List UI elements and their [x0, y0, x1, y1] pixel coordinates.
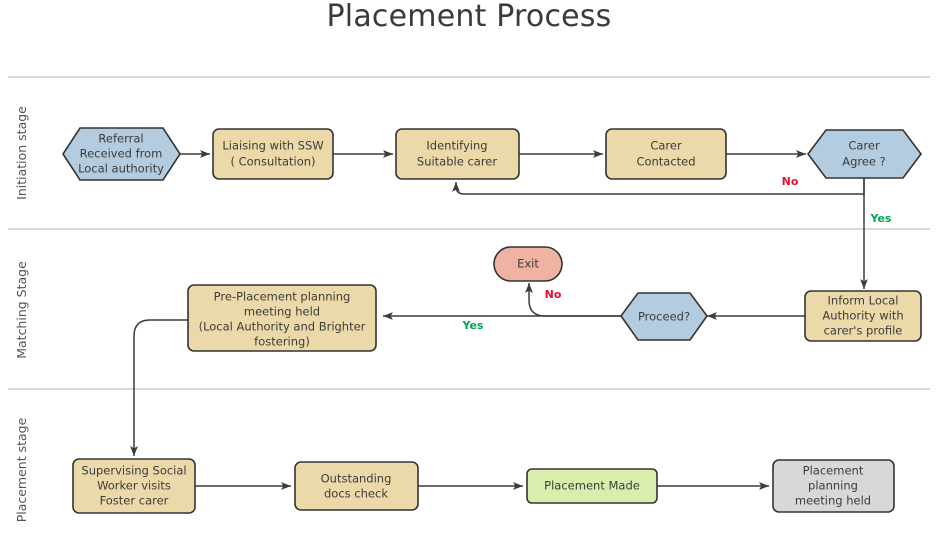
node-referral-line-2: Received from	[80, 147, 163, 161]
node-ssw-visit-line-1: Supervising Social	[81, 464, 186, 478]
node-docs-check-line-2: docs check	[324, 487, 388, 501]
lane-label-initiation: Initiation stage	[14, 106, 29, 200]
node-liaising-line-1: Liaising with SSW	[222, 139, 323, 153]
node-planning-meeting-line-1: Placement	[803, 464, 864, 478]
lane-label-matching: Matching Stage	[14, 261, 29, 359]
node-carer-contacted-line-1: Carer	[650, 139, 682, 153]
node-ssw-visit-line-2: Worker visits	[97, 479, 171, 493]
node-pre-placement-line-4: fostering)	[254, 335, 310, 349]
edge-proceed-yes-to-preplace: Yes	[382, 312, 621, 332]
node-placement-made-label: Placement Made	[544, 479, 640, 493]
node-ssw-visit[interactable]: Supervising Social Worker visits Foster …	[72, 458, 196, 514]
node-inform-la-line-3: carer's profile	[824, 324, 903, 338]
node-docs-check[interactable]: Outstanding docs check	[294, 461, 419, 511]
node-ssw-visit-line-3: Foster carer	[100, 494, 169, 508]
node-referral[interactable]: Referral Received from Local authority	[62, 127, 181, 181]
node-identifying-line-1: Identifying	[426, 139, 487, 153]
edge-label-yes-proceed: Yes	[462, 319, 484, 332]
node-placement-made[interactable]: Placement Made	[526, 468, 658, 504]
node-planning-meeting-line-2: planning	[808, 479, 858, 493]
node-carer-agree[interactable]: Carer Agree ?	[807, 129, 922, 179]
node-proceed[interactable]: Proceed?	[620, 292, 708, 341]
node-exit[interactable]: Exit	[493, 246, 563, 282]
node-referral-line-3: Local authority	[78, 162, 164, 176]
node-carer-contacted-line-2: Contacted	[636, 155, 695, 169]
node-carer-agree-line-2: Agree ?	[842, 155, 886, 169]
node-proceed-label: Proceed?	[638, 310, 690, 324]
page-title: Placement Process	[327, 0, 612, 34]
node-planning-meeting[interactable]: Placement planning meeting held	[772, 459, 895, 513]
node-inform-la-line-2: Authority with	[822, 309, 903, 323]
edge-agree-no-to-identifying: No	[452, 175, 865, 195]
node-exit-label: Exit	[517, 257, 539, 271]
node-docs-check-line-1: Outstanding	[321, 472, 392, 486]
node-liaising[interactable]: Liaising with SSW ( Consultation)	[212, 128, 334, 180]
node-inform-la[interactable]: Inform Local Authority with carer's prof…	[804, 290, 922, 342]
edge-label-no-carer-agree: No	[782, 175, 799, 188]
node-referral-line-1: Referral	[98, 132, 143, 146]
edge-label-yes-carer-agree: Yes	[870, 212, 892, 225]
edge-preplace-to-ssw-visit	[130, 319, 188, 457]
node-carer-agree-line-1: Carer	[848, 139, 880, 153]
node-liaising-line-2: ( Consultation)	[230, 155, 315, 169]
node-carer-contacted[interactable]: Carer Contacted	[605, 128, 727, 180]
node-planning-meeting-line-3: meeting held	[795, 494, 871, 508]
lane-label-placement: Placement stage	[14, 417, 29, 522]
node-identifying[interactable]: Identifying Suitable carer	[395, 128, 520, 180]
node-pre-placement-line-2: meeting held	[244, 305, 320, 319]
node-pre-placement-line-1: Pre-Placement planning	[214, 290, 351, 304]
edge-label-no-proceed: No	[545, 288, 562, 301]
node-inform-la-line-1: Inform Local	[828, 294, 899, 308]
node-pre-placement-line-3: (Local Authority and Brighter	[199, 320, 366, 334]
node-pre-placement[interactable]: Pre-Placement planning meeting held (Loc…	[187, 284, 377, 352]
edge-proceed-no-to-exit: No	[525, 282, 621, 317]
edge-agree-yes-to-inform: Yes	[860, 178, 892, 290]
node-identifying-line-2: Suitable carer	[417, 155, 497, 169]
